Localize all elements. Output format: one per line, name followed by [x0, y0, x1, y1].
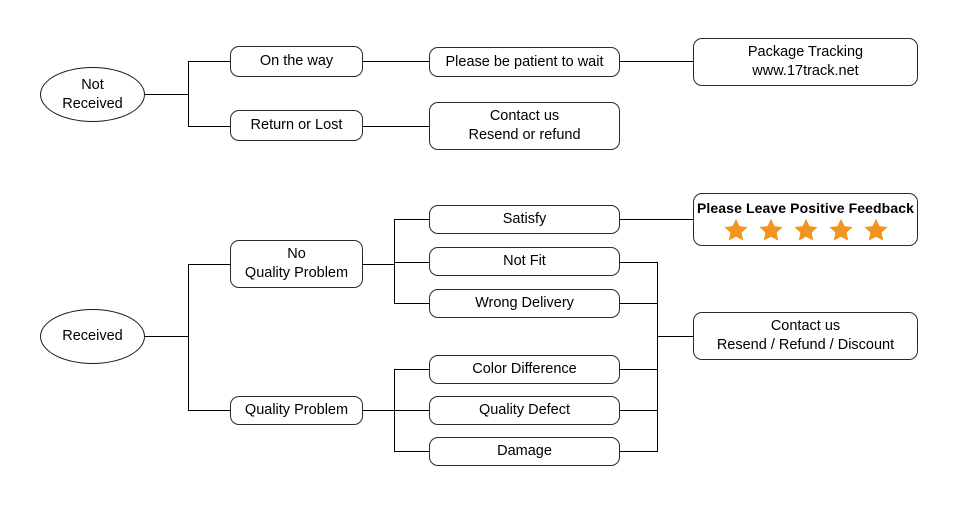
- connector-nqp-stem: [363, 264, 394, 265]
- star-icon[interactable]: [793, 217, 819, 243]
- node-not-fit[interactable]: Not Fit: [429, 247, 620, 276]
- node-not-fit-label: Not Fit: [503, 253, 546, 270]
- connector-qp-to-color-difference: [394, 369, 429, 370]
- connector-satisfy-to-feedback: [620, 219, 693, 220]
- node-return-or-lost-label: Return or Lost: [250, 117, 343, 134]
- node-wrong-delivery[interactable]: Wrong Delivery: [429, 289, 620, 318]
- connector-to-no-quality-problem: [188, 264, 230, 265]
- node-contact-resend-refund-label: Contact us Resend or refund: [468, 107, 581, 143]
- node-positive-feedback[interactable]: Please Leave Positive Feedback: [693, 193, 918, 246]
- node-return-or-lost[interactable]: Return or Lost: [230, 110, 363, 141]
- connector-to-return-or-lost: [188, 126, 230, 127]
- connector-wrong-delivery-to-bus: [620, 303, 657, 304]
- node-no-quality-problem-label: No Quality Problem: [244, 245, 349, 281]
- node-satisfy-label: Satisfy: [502, 211, 547, 228]
- connector-qp-stem: [363, 410, 394, 411]
- connector-nqp-fan: [394, 219, 395, 304]
- connector-not-received-trunk: [188, 61, 189, 126]
- connector-received-stem: [145, 336, 188, 337]
- node-received[interactable]: Received: [40, 309, 145, 364]
- node-color-difference-label: Color Difference: [472, 361, 577, 378]
- node-quality-problem-label: Quality Problem: [244, 402, 349, 419]
- node-received-label: Received: [62, 328, 123, 345]
- connector-on-the-way-to-wait: [363, 61, 429, 62]
- node-package-tracking[interactable]: Package Tracking www.17track.net: [693, 38, 918, 86]
- node-package-tracking-label: Package Tracking www.17track.net: [747, 43, 864, 79]
- connector-qp-to-damage: [394, 451, 429, 452]
- connector-not-fit-to-bus: [620, 262, 657, 263]
- node-not-received-label: Not Received: [62, 76, 123, 112]
- connector-wait-to-package-tracking: [620, 61, 693, 62]
- connector-to-on-the-way: [188, 61, 230, 62]
- node-wrong-delivery-label: Wrong Delivery: [475, 295, 574, 312]
- connector-nqp-to-satisfy: [394, 219, 429, 220]
- connector-return-or-lost-to-contact: [363, 126, 429, 127]
- star-icon[interactable]: [828, 217, 854, 243]
- connector-to-quality-problem: [188, 410, 230, 411]
- node-no-quality-problem[interactable]: No Quality Problem: [230, 240, 363, 288]
- node-please-be-patient[interactable]: Please be patient to wait: [429, 47, 620, 77]
- star-rating[interactable]: [723, 217, 889, 243]
- connector-received-trunk: [188, 264, 189, 410]
- connector-nqp-to-wrong-delivery: [394, 303, 429, 304]
- star-icon[interactable]: [723, 217, 749, 243]
- node-damage[interactable]: Damage: [429, 437, 620, 466]
- node-quality-problem[interactable]: Quality Problem: [230, 396, 363, 425]
- node-contact-resend-refund-discount-label: Contact us Resend / Refund / Discount: [716, 317, 895, 353]
- node-on-the-way-label: On the way: [259, 53, 334, 70]
- connector-color-difference-to-bus: [620, 369, 657, 370]
- connector-qp-to-quality-defect: [394, 410, 429, 411]
- node-color-difference[interactable]: Color Difference: [429, 355, 620, 384]
- connector-damage-to-bus: [620, 451, 657, 452]
- node-on-the-way[interactable]: On the way: [230, 46, 363, 77]
- star-icon[interactable]: [863, 217, 889, 243]
- node-please-be-patient-label: Please be patient to wait: [445, 53, 604, 70]
- node-contact-resend-refund[interactable]: Contact us Resend or refund: [429, 102, 620, 150]
- connector-nqp-to-not-fit: [394, 262, 429, 263]
- connector-not-received-stem: [145, 94, 188, 95]
- node-not-received[interactable]: Not Received: [40, 67, 145, 122]
- connector-collector-bus: [657, 262, 658, 452]
- star-icon[interactable]: [758, 217, 784, 243]
- node-quality-defect-label: Quality Defect: [478, 402, 571, 419]
- node-damage-label: Damage: [497, 443, 552, 460]
- node-contact-resend-refund-discount[interactable]: Contact us Resend / Refund / Discount: [693, 312, 918, 360]
- connector-bus-to-contact: [657, 336, 693, 337]
- node-satisfy[interactable]: Satisfy: [429, 205, 620, 234]
- feedback-title: Please Leave Positive Feedback: [696, 200, 914, 216]
- node-quality-defect[interactable]: Quality Defect: [429, 396, 620, 425]
- connector-quality-defect-to-bus: [620, 410, 657, 411]
